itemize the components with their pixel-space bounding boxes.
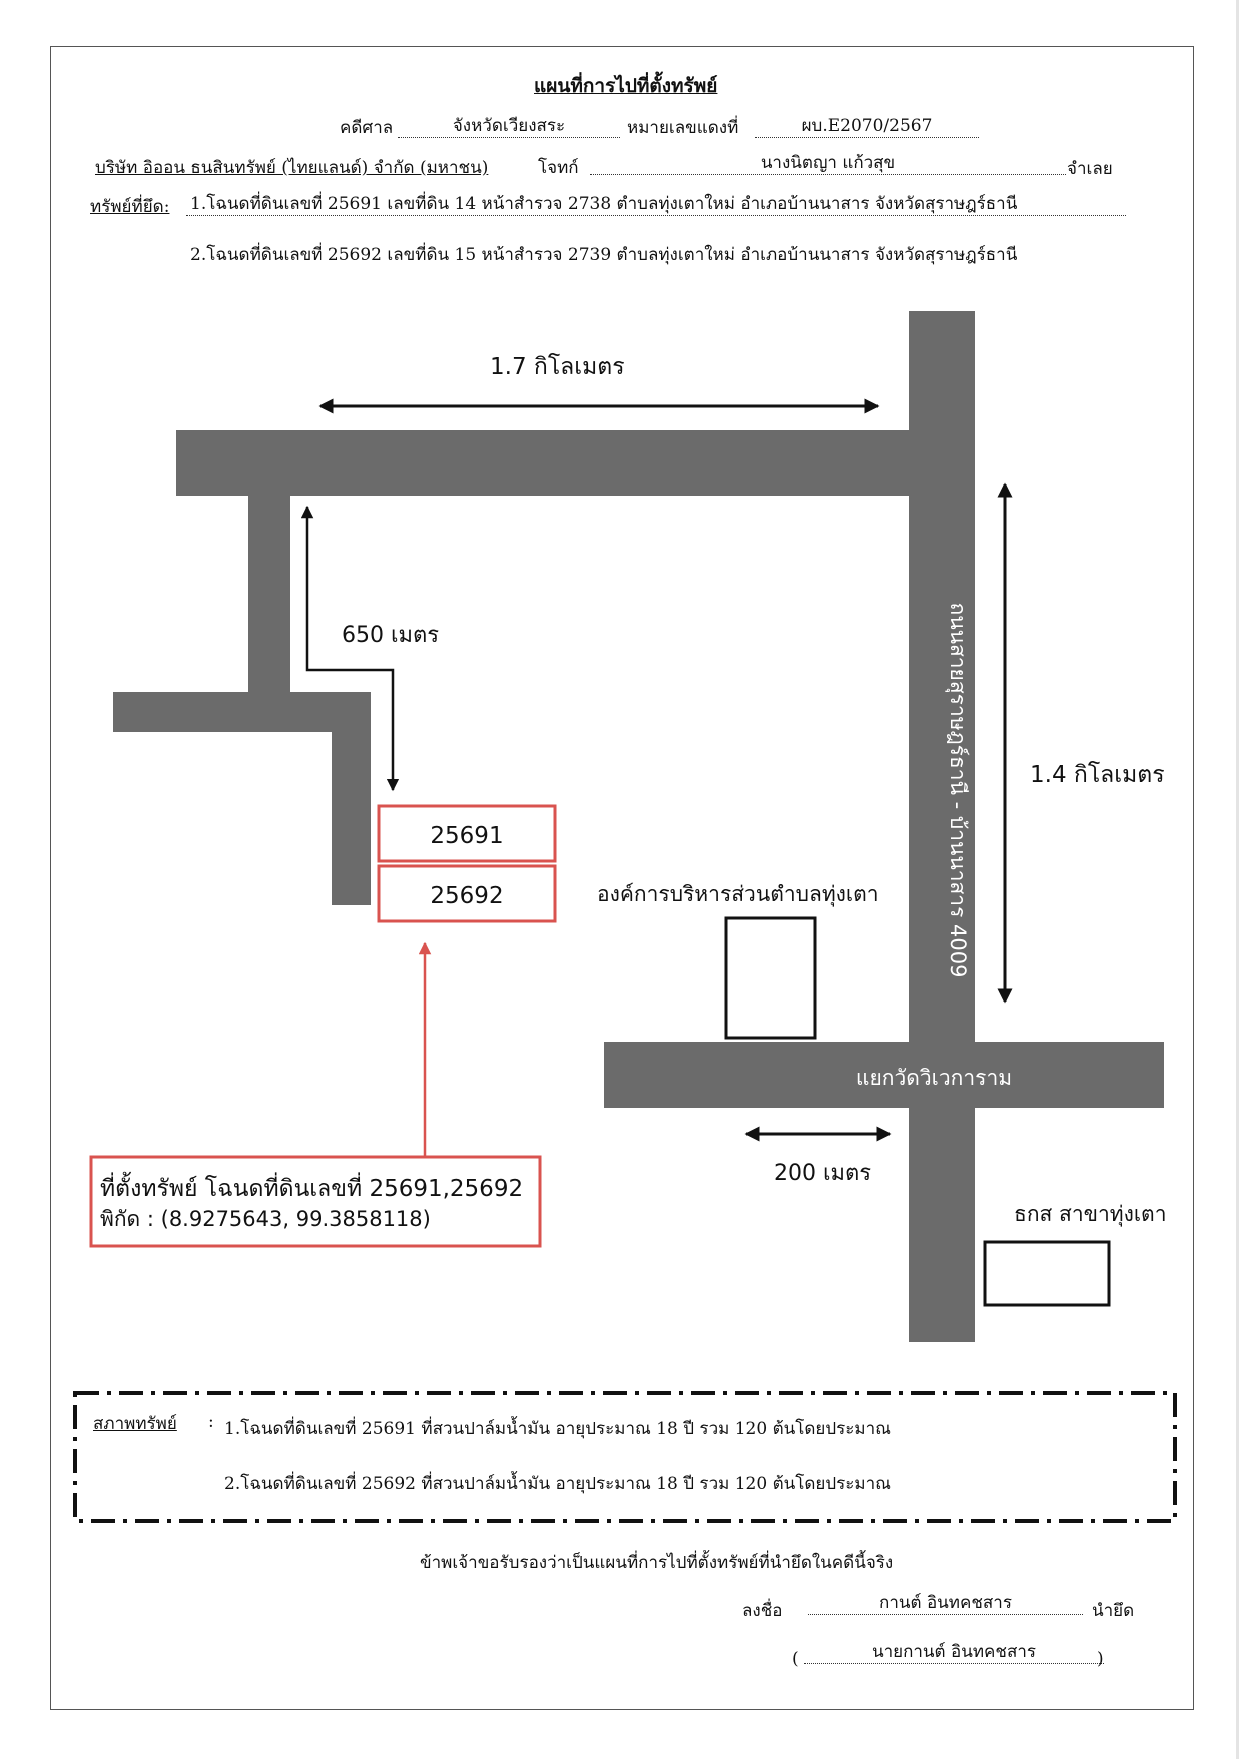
court-value: จังหวัดเวียงสระ xyxy=(398,115,620,138)
condition-item-2: 2.โฉนดที่ดินเลขที่ 25692 ที่สวนปาล์มน้ำม… xyxy=(224,1474,891,1494)
document-frame xyxy=(50,46,1194,1710)
signer-role: นำยึด xyxy=(1092,1601,1135,1621)
condition-item-1: 1.โฉนดที่ดินเลขที่ 25691 ที่สวนปาล์มน้ำม… xyxy=(224,1419,891,1439)
bank-building xyxy=(983,1240,1111,1307)
seized-item-2: 2.โฉนดที่ดินเลขที่ 25692 เลขที่ดิน 15 หน… xyxy=(190,245,1018,265)
plot-25691-label: 25691 xyxy=(430,823,503,849)
sign-label: ลงชื่อ xyxy=(742,1601,783,1621)
label-bottom-distance: 200 เมตร xyxy=(774,1161,871,1186)
plaintiff-name: บริษัท อิออน ธนสินทรัพย์ (ไทยแลนด์) จำกั… xyxy=(95,158,489,178)
tambon-office-building xyxy=(724,916,817,1040)
location-callout-box xyxy=(89,1155,542,1248)
condition-colon: : xyxy=(208,1412,214,1432)
plot-25692-box xyxy=(377,864,557,923)
label-bank: ธกส สาขาทุ่งเตา xyxy=(1014,1202,1167,1227)
condition-label: สภาพทรัพย์ xyxy=(93,1414,177,1434)
close-paren: ) xyxy=(1097,1649,1104,1669)
red-case-label: หมายเลขแดงที่ xyxy=(627,118,739,138)
court-label: คดีศาล xyxy=(340,118,394,138)
open-paren: ( xyxy=(792,1649,799,1669)
label-right-distance: 1.4 กิโลเมตร xyxy=(1030,761,1165,788)
label-junction: แยกวัดวิเวการาม xyxy=(856,1066,1012,1090)
location-callout-line2: พิกัด : (8.9275643, 99.3858118) xyxy=(100,1207,431,1231)
seized-label: ทรัพย์ที่ยึด: xyxy=(90,197,170,217)
signed-name: กานต์ อินทคชสาร xyxy=(808,1592,1083,1615)
location-callout-line1: ที่ตั้งทรัพย์ โฉนดที่ดินเลขที่ 25691,256… xyxy=(100,1172,523,1202)
printed-name: นายกานต์ อินทคชสาร xyxy=(804,1641,1104,1664)
road-branch-vertical xyxy=(248,496,290,692)
label-top-distance: 1.7 กิโลเมตร xyxy=(490,353,625,380)
document-title: แผนที่การไปที่ตั้งทรัพย์ xyxy=(534,75,718,97)
plaintiff-label: โจทก์ xyxy=(538,158,579,178)
arrow-side-distance xyxy=(300,505,400,792)
label-side-distance: 650 เมตร xyxy=(342,623,439,648)
red-case-value: ผบ.E2070/2567 xyxy=(755,115,979,138)
road-main-vertical xyxy=(909,311,975,1342)
plot-25691-box xyxy=(377,804,557,863)
certify-statement: ข้าพเจ้าขอรับรองว่าเป็นแผนที่การไปที่ตั้… xyxy=(420,1553,894,1573)
road-top-horizontal xyxy=(176,430,975,496)
defendant-value: นางนิตญา แก้วสุข xyxy=(590,152,1066,175)
label-tambon-office: องค์การบริหารส่วนตำบลทุ่งเตา xyxy=(597,882,879,907)
road-branch-down xyxy=(332,692,371,905)
condition-box-border xyxy=(73,1391,1177,1523)
label-road-name: ถนนสายสุราษฎร์ธานี - บ้านนาสาร 4009 xyxy=(945,603,970,978)
road-junction-horizontal xyxy=(604,1042,1164,1108)
defendant-label: จำเลย xyxy=(1067,159,1113,179)
seized-item-1: 1.โฉนดที่ดินเลขที่ 25691 เลขที่ดิน 14 หน… xyxy=(186,193,1126,216)
plot-25692-label: 25692 xyxy=(430,883,503,909)
page-edge-shadow xyxy=(1236,0,1239,1759)
